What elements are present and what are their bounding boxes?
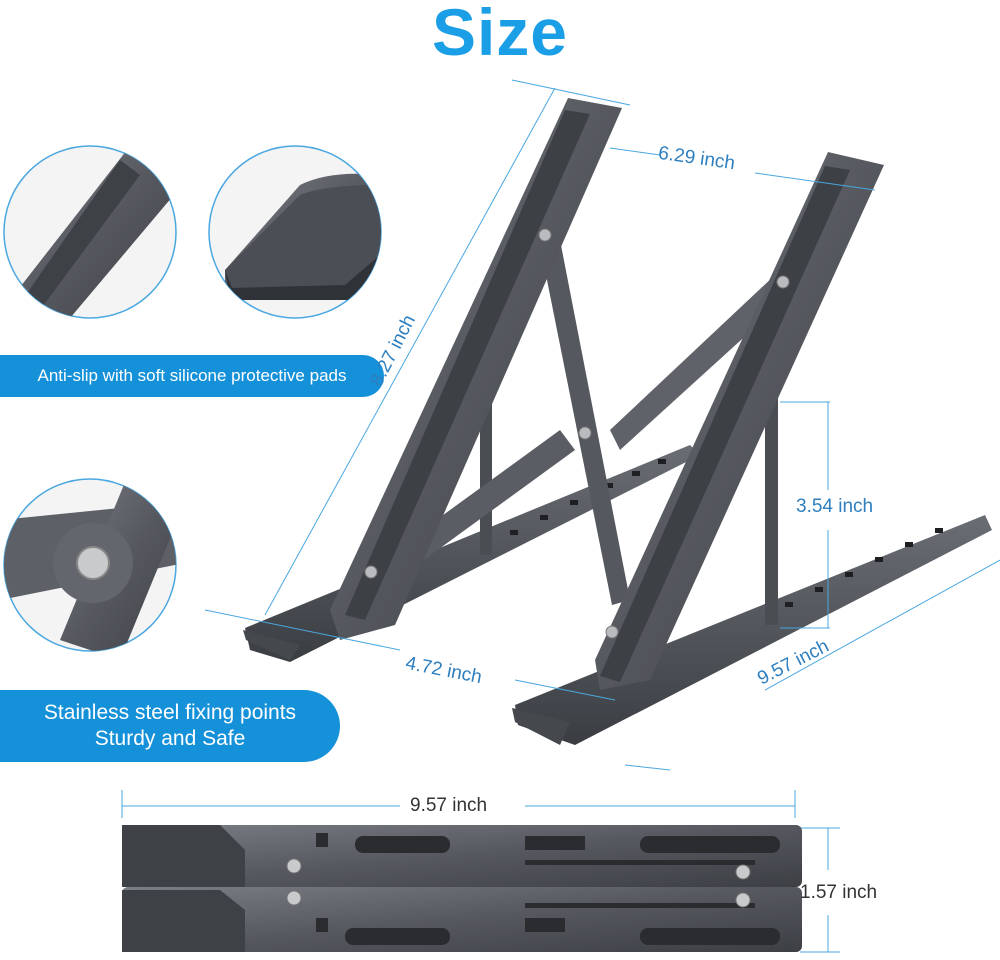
dimension-folded-height: 1.57 inch [800,882,878,903]
dimension-height: 3.54 inch [796,496,874,517]
fixing-callout-line2: Sturdy and Safe [94,727,246,750]
pads-callout: Anti-slip with soft silicone protective … [0,355,384,397]
detail-circle-pad [208,145,382,319]
fixing-callout-line1: Stainless steel fixing points [43,701,297,724]
fixing-callout: Stainless steel fixing points Sturdy and… [0,690,340,762]
detail-circle-edge [3,145,177,319]
detail-circle-rivet [3,478,177,652]
page-title: Size [431,0,569,69]
stand-illustration [243,98,992,745]
folded-stand-illustration [121,790,840,953]
dimension-folded-length: 9.57 inch [410,795,488,816]
dimension-lines [204,79,1000,771]
